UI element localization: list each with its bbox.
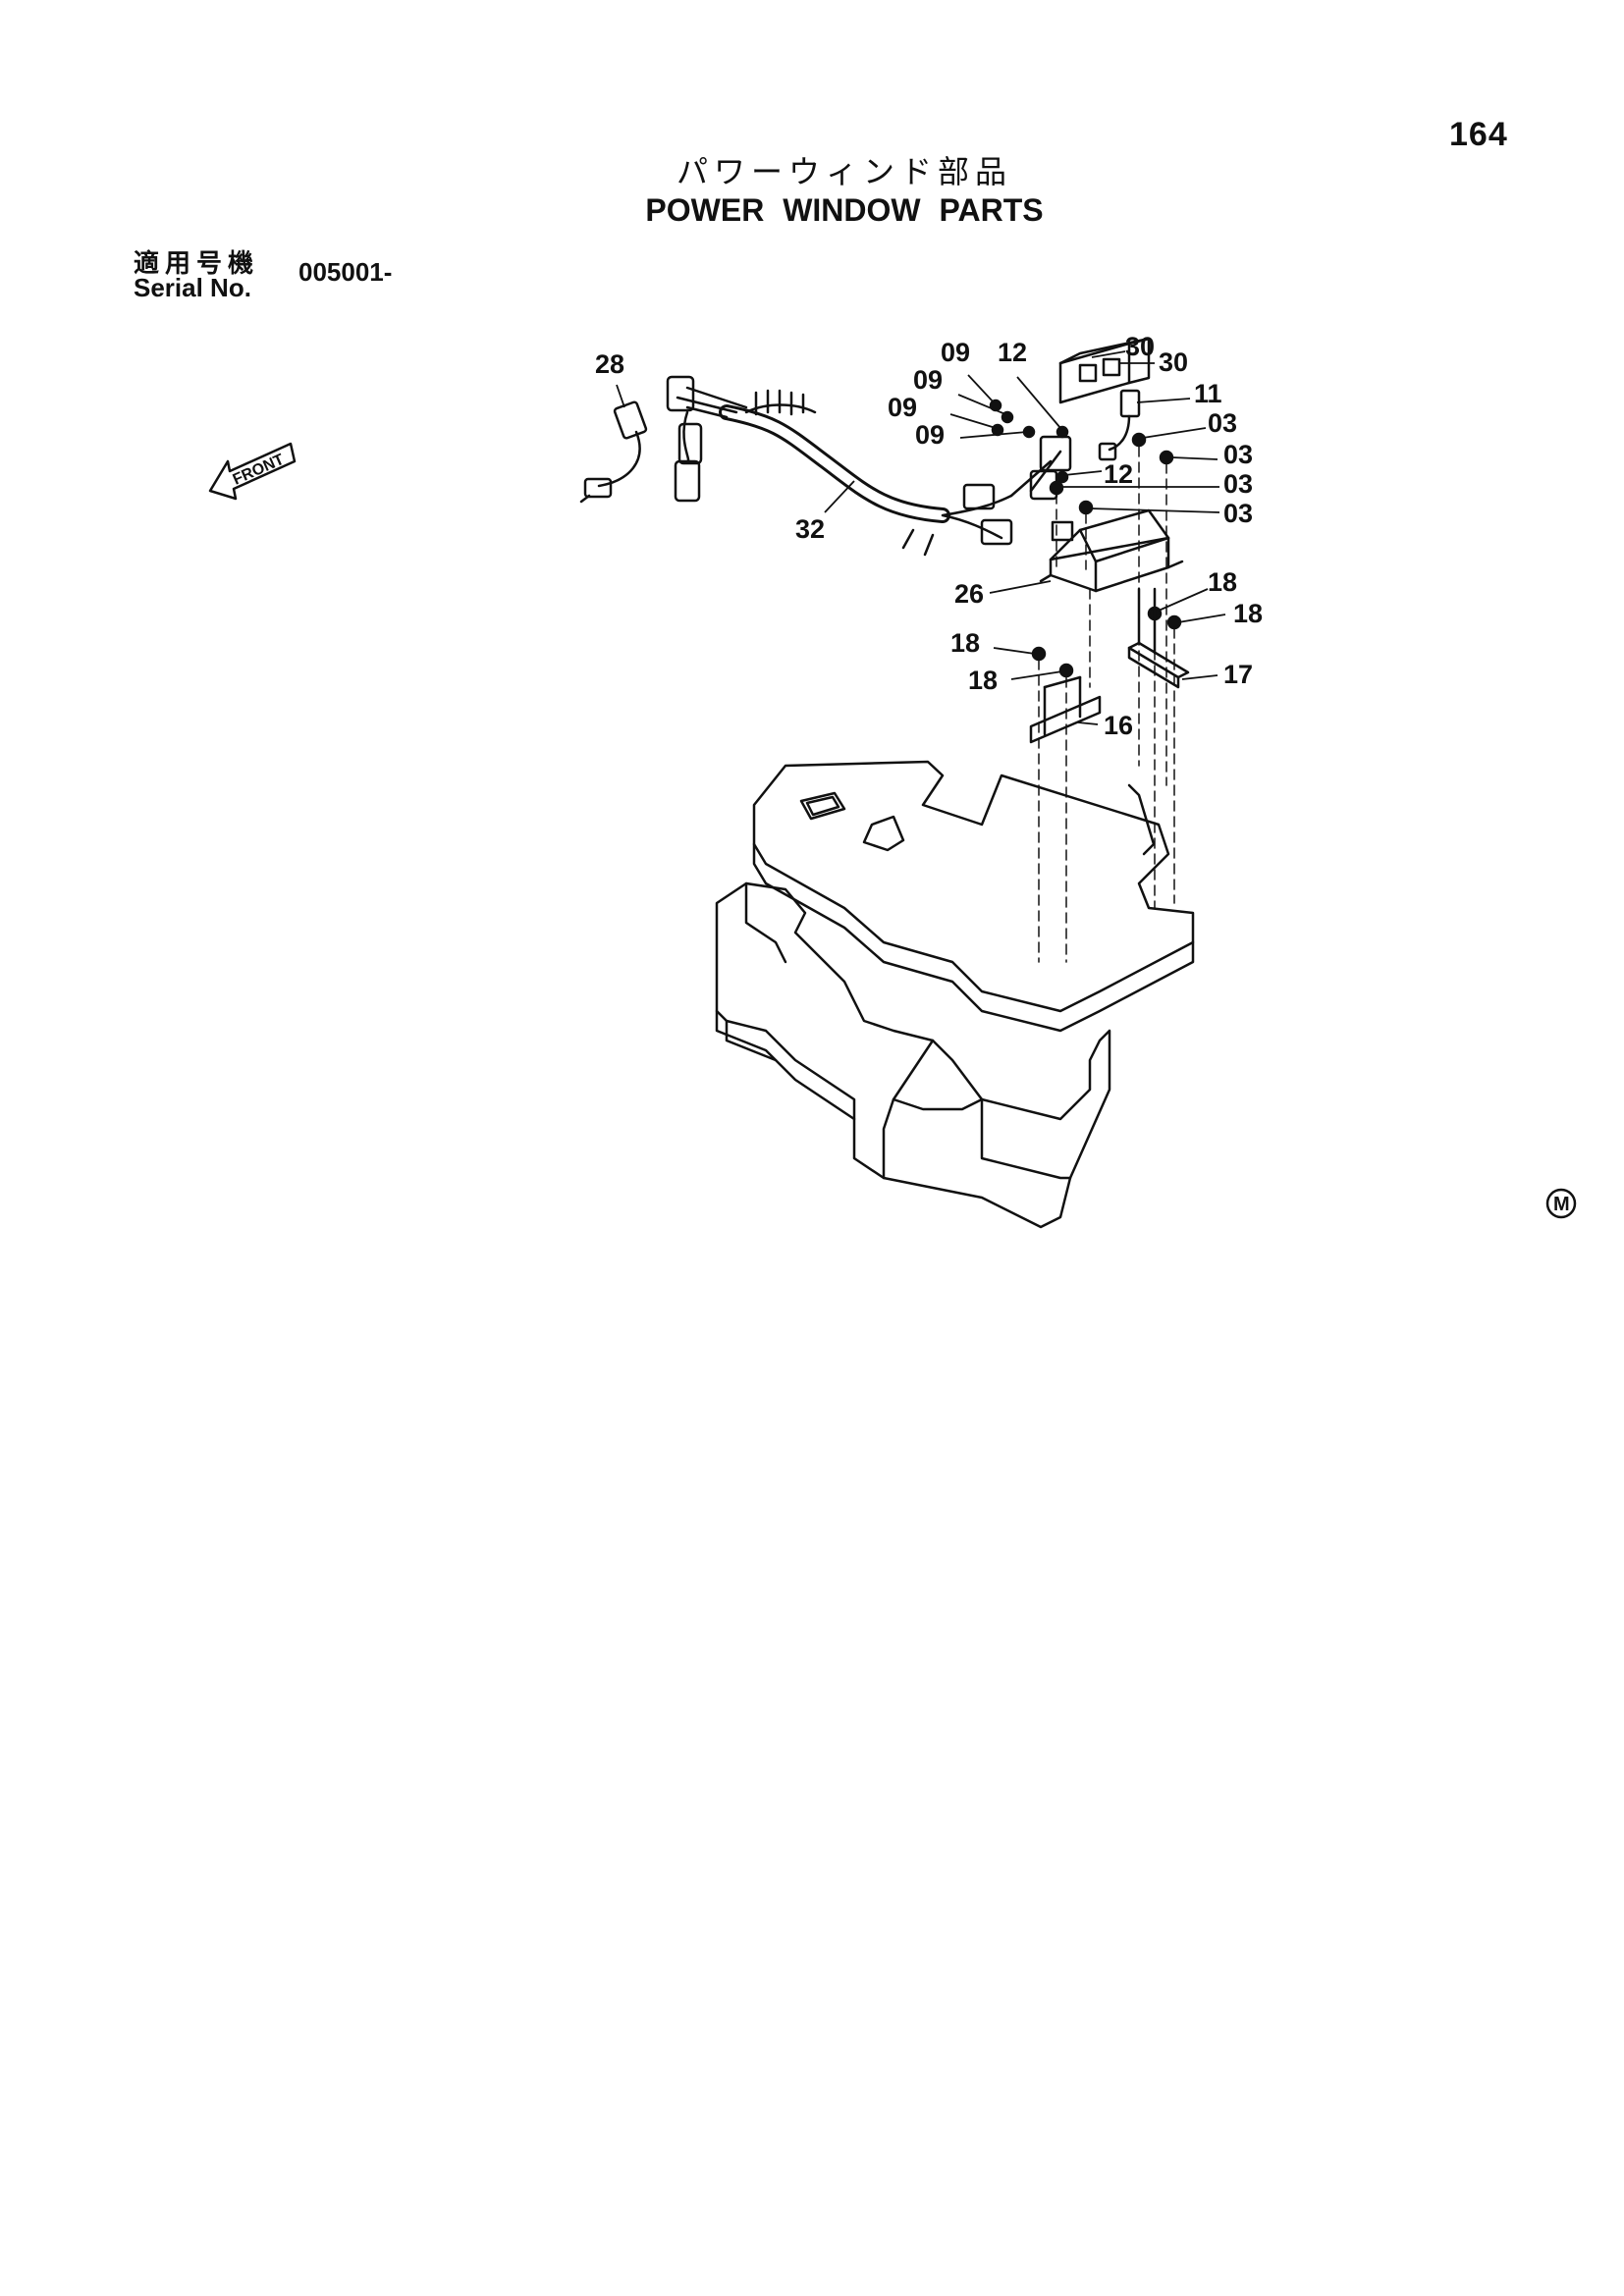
serial-label-english: Serial No. [134, 273, 251, 302]
m-marker-icon: M [1545, 1188, 1577, 1219]
callout-18-b: 18 [1233, 599, 1263, 628]
assembly-lines [1038, 446, 1175, 963]
callout-labels: 28 32 09 09 09 09 12 12 30 30 11 03 03 0… [595, 332, 1263, 740]
wire-harness-32 [666, 375, 1072, 557]
page-title-japanese: パワーウィンド部品 [676, 154, 1012, 189]
page-number: 164 [1449, 116, 1508, 153]
controller-26 [1039, 508, 1184, 593]
callout-18-d: 18 [968, 666, 998, 695]
callout-12-a: 12 [998, 338, 1027, 367]
callout-03-d: 03 [1223, 499, 1253, 528]
page-title-english: POWER WINDOW PARTS [645, 192, 1044, 228]
callout-17: 17 [1223, 660, 1253, 689]
callout-18-c: 18 [950, 628, 980, 658]
bracket-16 [1029, 675, 1102, 744]
connector-28 [579, 400, 648, 504]
callout-28: 28 [595, 349, 624, 379]
lower-frame [715, 881, 1111, 1229]
callout-18-a: 18 [1208, 567, 1237, 597]
callout-09-c: 09 [888, 393, 917, 422]
serial-number-value: 005001- [298, 257, 393, 287]
callout-26: 26 [954, 579, 984, 609]
serial-label-japanese: 適用号機 [134, 248, 260, 278]
floor-plate [752, 760, 1195, 1033]
callout-16: 16 [1104, 711, 1133, 740]
bracket-17 [1127, 587, 1190, 689]
front-label: FRONT [231, 452, 287, 489]
callout-03-c: 03 [1223, 469, 1253, 499]
callout-11: 11 [1194, 379, 1222, 408]
callout-32: 32 [795, 514, 825, 544]
callout-09-a: 09 [941, 338, 970, 367]
callout-30-a: 30 [1125, 332, 1155, 361]
leader-lines [616, 350, 1226, 725]
switch-box [1058, 337, 1151, 461]
callout-09-b: 09 [913, 365, 943, 395]
marker-label: M [1553, 1194, 1570, 1215]
callout-09-d: 09 [915, 420, 945, 450]
callout-12-b: 12 [1104, 459, 1133, 489]
callout-03-a: 03 [1208, 408, 1237, 438]
front-arrow-icon [208, 442, 297, 501]
callout-03-b: 03 [1223, 440, 1253, 469]
callout-30-b: 30 [1159, 347, 1188, 377]
